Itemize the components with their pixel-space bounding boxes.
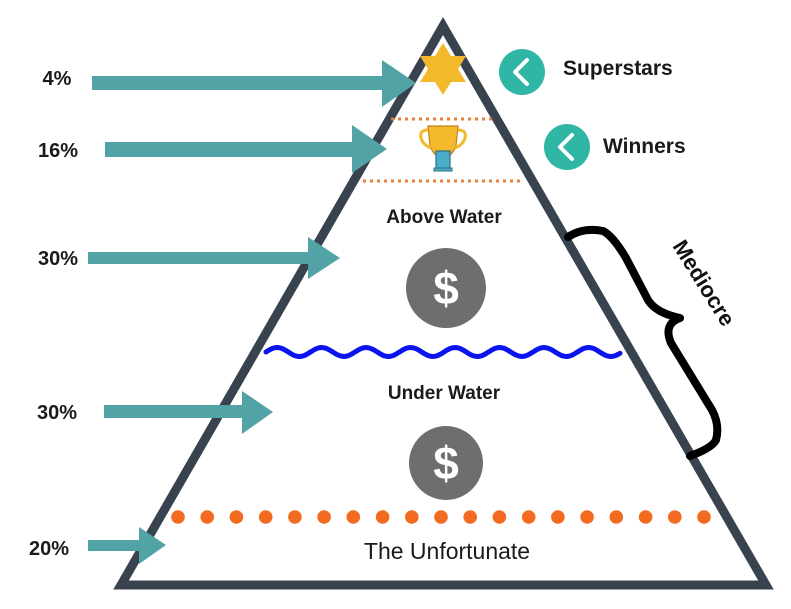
divider-dot xyxy=(405,510,419,524)
divider-dot xyxy=(171,510,185,524)
dollar-coin-icon-under-water: $ xyxy=(409,426,483,500)
percent-label-above-water: 30% xyxy=(38,248,78,270)
divider-dot xyxy=(229,510,244,524)
water-line xyxy=(263,344,623,360)
divider-dot xyxy=(609,510,624,524)
percent-label-under-water: 30% xyxy=(37,402,77,424)
svg-text:$: $ xyxy=(433,437,459,489)
badge-winners: Winners xyxy=(544,124,686,170)
divider-dot xyxy=(317,510,331,524)
dollar-coin-icon-above-water: $ xyxy=(406,248,486,328)
divider-dot xyxy=(551,510,565,524)
arrow-unfortunate xyxy=(88,527,166,564)
tier-label-under-water: Under Water xyxy=(388,383,501,404)
percent-label-superstars: 4% xyxy=(43,68,72,90)
unfortunate-divider-dots xyxy=(171,510,711,524)
svg-text:$: $ xyxy=(433,262,459,314)
side-label-winners: Winners xyxy=(603,135,686,158)
divider-dot xyxy=(258,510,273,524)
divider-dot xyxy=(200,510,214,524)
arrow-superstars xyxy=(92,60,416,107)
arrow-winners xyxy=(105,125,387,173)
divider-dot xyxy=(288,510,302,524)
divider-dot xyxy=(492,510,507,524)
arrow-above-water xyxy=(88,237,340,279)
chevron-left-icon xyxy=(544,124,590,170)
percent-label-unfortunate: 20% xyxy=(29,538,69,560)
divider-dot xyxy=(580,510,594,524)
divider-dot xyxy=(697,510,711,524)
chevron-left-icon xyxy=(499,49,545,95)
tier-label-the-unfortunate: The Unfortunate xyxy=(364,538,530,564)
divider-dot xyxy=(434,510,448,524)
percent-label-winners: 16% xyxy=(38,140,78,162)
trophy-icon xyxy=(419,125,467,172)
tier-label-above-water: Above Water xyxy=(386,207,502,228)
side-label-superstars: Superstars xyxy=(563,57,673,80)
divider-dot xyxy=(463,510,478,524)
divider-dot xyxy=(638,510,653,524)
mediocre-brace xyxy=(564,225,722,460)
divider-dot xyxy=(346,510,361,524)
divider-dot xyxy=(668,510,682,524)
divider-dot xyxy=(375,510,390,524)
star-icon xyxy=(420,43,466,95)
arrow-under-water xyxy=(104,391,273,434)
divider-dot xyxy=(521,510,536,524)
badge-superstars: Superstars xyxy=(499,49,673,95)
